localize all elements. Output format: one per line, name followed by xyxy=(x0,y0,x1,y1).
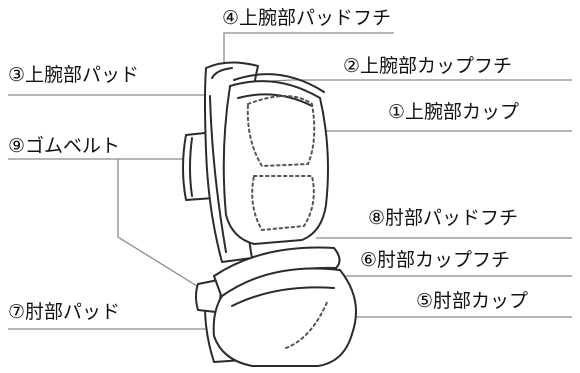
upper-arm-cup-inner xyxy=(237,93,313,107)
guard-drawing xyxy=(182,61,357,367)
label-upper-arm-pad-rim: ④上腕部パッドフチ xyxy=(222,7,392,29)
label-rubber-belt: ⑨ゴムベルト xyxy=(8,135,121,157)
rubber-belt-edge xyxy=(189,137,193,197)
label-upper-arm-pad: ③上腕部パッド xyxy=(8,64,140,86)
upper-arm-pad-rim-2 xyxy=(209,95,227,253)
label-elbow-cup-rim: ⑥肘部カップフチ xyxy=(360,249,511,271)
label-elbow-cup: ⑤肘部カップ xyxy=(416,290,529,312)
label-elbow-pad-rim: ⑧肘部パッドフチ xyxy=(368,207,519,229)
upper-arm-cup xyxy=(222,80,329,245)
leader-lines xyxy=(8,32,572,330)
leader-line-4 xyxy=(223,32,394,72)
label-upper-arm-cup-rim: ②上腕部カップフチ xyxy=(343,55,513,77)
elbow-cup-stitch xyxy=(285,299,329,349)
elbow-cup-inner xyxy=(231,286,335,307)
upper-cup-stitch-top xyxy=(246,95,316,168)
upper-cup-stitch-bottom xyxy=(251,175,315,232)
leader-line-2 xyxy=(270,79,572,82)
stitching xyxy=(246,95,329,349)
leader-line-9b xyxy=(117,159,206,292)
label-upper-arm-cup: ①上腕部カップ xyxy=(388,101,520,123)
elbow-cup xyxy=(212,267,357,367)
label-elbow-pad: ⑦肘部パッド xyxy=(8,301,121,323)
upper-arm-cup-rim xyxy=(233,73,325,93)
upper-arm-pad-rim xyxy=(211,67,233,79)
